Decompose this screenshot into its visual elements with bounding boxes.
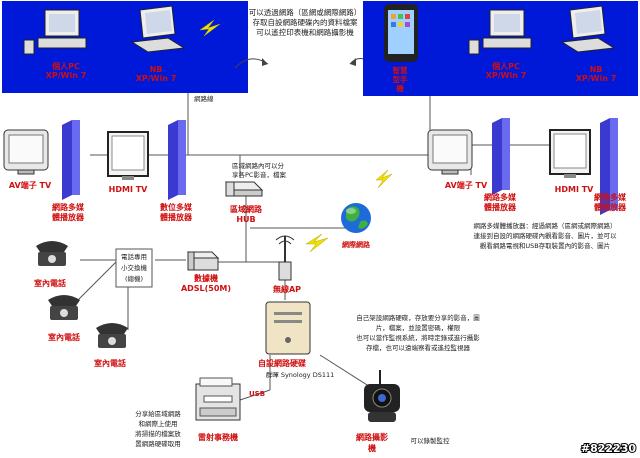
- phone-label-1: 智慧: [393, 65, 408, 75]
- pbx-label-1: 電話專用: [121, 252, 147, 261]
- wireless-ap-icon: [275, 235, 295, 281]
- hub-label-2: HUB: [236, 215, 255, 224]
- printer-note-line-3: 將掃描的檔案放: [135, 429, 181, 438]
- right-player1-label-1: 網路多媒: [484, 192, 517, 202]
- left-pc-label-1: 個人PC: [51, 61, 80, 71]
- nas-note-line-2: 片，檔案，並設置密碼，權限: [376, 323, 461, 332]
- usb-label: USB: [249, 390, 265, 398]
- right-nb-label-2: XP/Win 7: [576, 74, 617, 83]
- telephone-icon-3: [96, 323, 128, 348]
- nas-note-line-1: 自己架設網路硬碟，存放要分享的影音，圖: [356, 313, 480, 322]
- ap-label: 無線AP: [273, 284, 301, 294]
- media-player-icon-left-1: [62, 120, 80, 200]
- left-player2-label-1: 數位多媒: [160, 202, 193, 212]
- cable-label: 網路線: [194, 94, 214, 103]
- right-nb-label-1: NB: [590, 65, 603, 74]
- watermark-text: #822230: [581, 442, 636, 455]
- telephone-icon-1: [36, 241, 68, 266]
- left-pc-label-2: XP/Win 7: [46, 71, 87, 80]
- center-note-line-1: 可以透過網路（區網或網際網路）: [249, 7, 362, 17]
- pc-icon-right: [468, 9, 532, 55]
- hub-note-line-1: 區域網路內可以分: [232, 161, 285, 170]
- nas-note-line-4: 存檔，也可以遠端察看或遙控監視器: [366, 343, 471, 352]
- printer-note-line-2: 和網際上使用: [139, 419, 178, 428]
- laptop-icon-left: [130, 5, 186, 53]
- camera-note: 可以錄製監控: [411, 436, 451, 445]
- right-av-tv-label: AV端子 TV: [445, 180, 488, 190]
- left-player1-label-1: 網路多媒: [52, 202, 85, 212]
- printer-icon: [195, 377, 241, 421]
- right-note-line-1: 網路多媒體播放器：經過網路（區網或網際網路）: [474, 221, 617, 230]
- modem-label-1: 數據機: [194, 273, 218, 283]
- media-player-icon-left-2: [168, 120, 186, 200]
- pbx-label-2: 小交換機: [121, 263, 148, 272]
- laptop-icon-right: [560, 5, 616, 53]
- internet-bolt-icon: [375, 169, 393, 189]
- right-hdmi-tv-label: HDMI TV: [555, 185, 595, 194]
- pbx-label-3: (總機): [125, 274, 143, 283]
- right-note-line-3: 觀看網路電視和USB存取裝置內的影音、圖片: [480, 241, 610, 250]
- wireless-bolt-icon: [199, 19, 221, 37]
- left-hdmi-tv-label: HDMI TV: [109, 185, 149, 194]
- telephone-icon-2: [48, 295, 80, 320]
- left-player2-label-2: 體播放器: [160, 212, 193, 222]
- phone-label-2: 型手: [393, 74, 408, 84]
- hub-icon: [224, 181, 264, 197]
- media-player-icon-right-2: [600, 118, 618, 215]
- right-arrow-head: [350, 58, 356, 66]
- camera-label-2: 機: [368, 443, 376, 453]
- printer-note-line-4: 置網路硬碟取用: [135, 439, 181, 448]
- left-av-tv-label: AV端子 TV: [9, 180, 52, 190]
- printer-label: 雷射事務機: [198, 432, 238, 442]
- nas-note-line-3: 也可以當作監視系統，將時定錄或進行攝影: [356, 333, 480, 342]
- modem-label-2: ADSL(50M): [181, 284, 231, 293]
- av-tv-icon-left: [3, 129, 49, 175]
- telephone-label-2: 室內電話: [48, 332, 80, 342]
- pc-icon-left: [23, 9, 87, 55]
- left-nb-label-1: NB: [150, 65, 163, 74]
- media-player-icon-right-1: [492, 118, 510, 195]
- right-player2-label-1: 網路多媒: [594, 192, 627, 202]
- nas-model: 群暉 Synology DS111: [266, 370, 335, 379]
- pbx-box: [115, 248, 153, 288]
- ap-bolt-icon: [305, 233, 329, 253]
- nas-label: 自設網路硬碟: [258, 358, 306, 368]
- right-note-line-2: 連接到自設的網路硬碟內觀看影音、圖片，並可以: [474, 231, 618, 240]
- center-note-line-3: 可以遙控印表機和網路攝影機: [256, 27, 354, 37]
- telephone-label-1: 室內電話: [34, 278, 66, 288]
- right-pc-label-1: 個人PC: [491, 61, 520, 71]
- globe-icon: [341, 203, 371, 233]
- hub-note-line-2: 享各PC影音，檔案: [232, 170, 286, 179]
- smartphone-icon: [384, 4, 418, 62]
- right-player2-label-2: 體播放器: [594, 202, 627, 212]
- hdmi-tv-icon-right: [549, 129, 591, 178]
- center-note-line-2: 存取自設網路硬碟內的資料檔案: [253, 17, 358, 27]
- telephone-label-3: 室內電話: [94, 358, 126, 368]
- nas-icon: [265, 301, 311, 355]
- internet-label: 網際網路: [342, 240, 371, 249]
- modem-icon: [186, 251, 220, 271]
- right-player1-label-2: 體播放器: [484, 202, 517, 212]
- left-player1-label-2: 體播放器: [52, 212, 85, 222]
- printer-note-line-1: 分享給區域網路: [135, 409, 181, 418]
- hdmi-tv-icon-left: [107, 131, 149, 180]
- left-nb-label-2: XP/Win 7: [136, 74, 177, 83]
- phone-label-3: 機: [396, 83, 404, 93]
- ip-camera-icon: [364, 370, 400, 422]
- hub-label-1: 區域網路: [230, 204, 263, 214]
- av-tv-icon-right: [427, 129, 473, 175]
- left-arrow-head: [262, 58, 268, 66]
- right-pc-label-2: XP/Win 7: [486, 71, 527, 80]
- camera-label-1: 網路攝影: [356, 432, 388, 442]
